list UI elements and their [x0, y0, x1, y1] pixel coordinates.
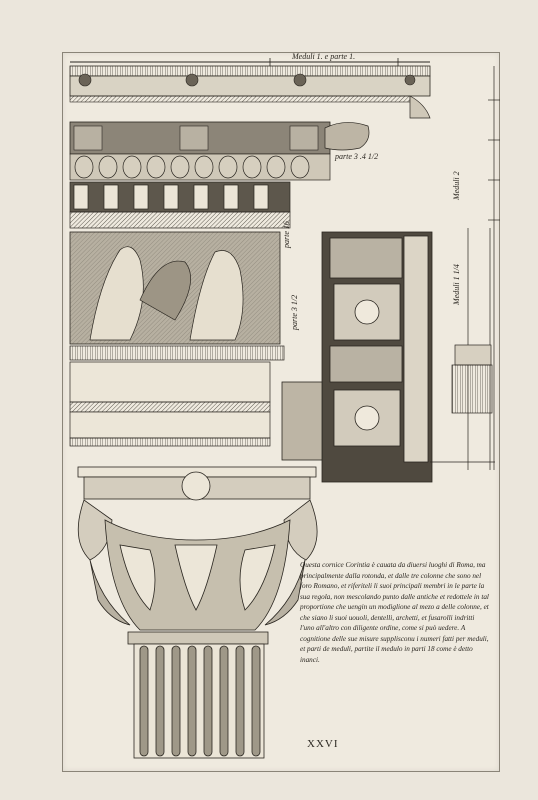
plate-caption: Questa cornice Corintia è cauata da diue… — [300, 561, 489, 664]
cornice-top — [69, 65, 431, 119]
soffit-coffer-panel — [281, 231, 433, 483]
fluted-column-shaft — [127, 631, 269, 759]
frieze-relief — [69, 231, 281, 345]
top-scale-label: Meduli 1. e parte 1. — [292, 52, 356, 61]
profile-elevation — [430, 228, 495, 470]
right-scale-ruler — [488, 66, 500, 470]
plate-number: XXVI — [307, 738, 339, 750]
architrave — [69, 345, 285, 447]
lion-head-ornaments — [78, 73, 416, 87]
meduli-label-right: Meduli 2 — [452, 171, 461, 200]
corinthian-capital — [77, 466, 318, 631]
parte-label-b: parte 16 — [282, 221, 291, 248]
modillion-band — [69, 121, 370, 155]
parte-label-a: parte 3 .4 1/2 — [335, 152, 379, 161]
meduli-label-mid: Meduli 1 1/4 — [452, 264, 461, 305]
parte-label-c: parte 3 1/2 — [290, 294, 299, 330]
egg-and-dart-molding — [69, 153, 331, 181]
top-scale-ruler — [70, 58, 430, 66]
dentil-band — [69, 181, 291, 229]
